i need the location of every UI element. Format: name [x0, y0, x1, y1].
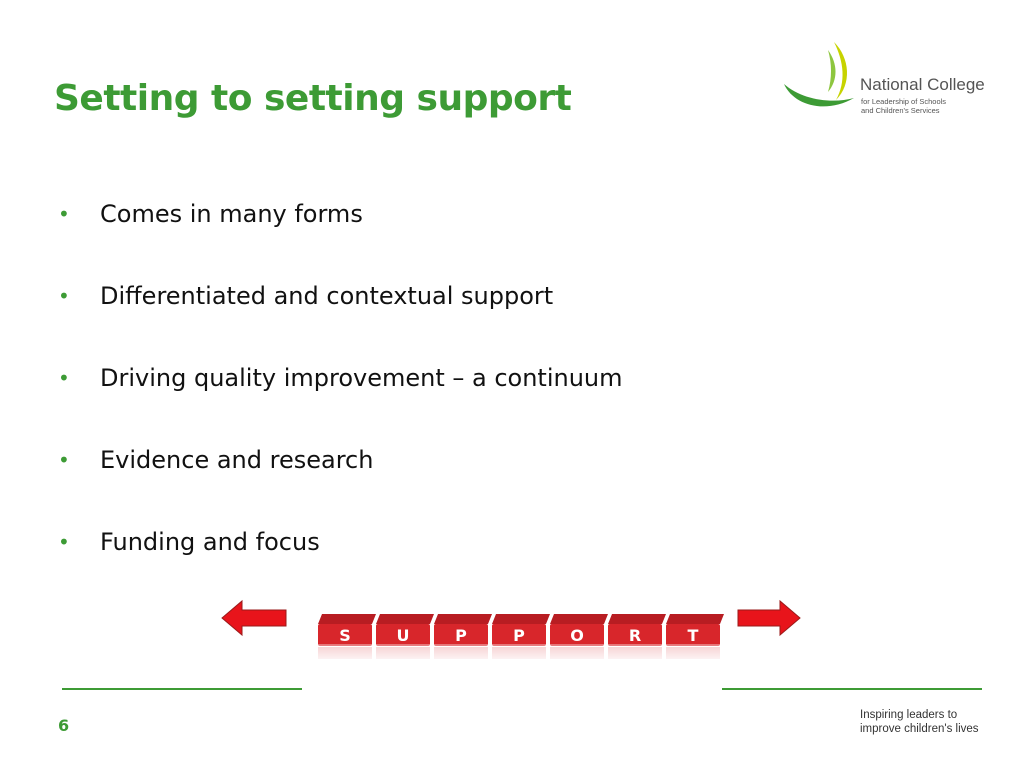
- slide-number: 6: [58, 716, 70, 735]
- bullet-dot-icon: •: [58, 202, 70, 226]
- block-letter: S: [339, 626, 351, 645]
- bullet-text: Evidence and research: [100, 446, 374, 474]
- bullet-text: Funding and focus: [100, 528, 320, 556]
- footer-divider-right: [722, 688, 982, 690]
- logo-subtitle: for Leadership of Schools and Children's…: [861, 97, 946, 115]
- slide-title: Setting to setting support: [54, 78, 572, 119]
- bullet-dot-icon: •: [58, 366, 70, 390]
- bullet-item: • Differentiated and contextual support: [58, 278, 623, 360]
- bullet-item: • Evidence and research: [58, 442, 623, 524]
- bullet-item: • Comes in many forms: [58, 196, 623, 278]
- block-letter: P: [455, 626, 467, 645]
- tagline-line1: Inspiring leaders to: [860, 709, 958, 721]
- bullet-list: • Comes in many forms • Differentiated and…: [58, 196, 623, 606]
- bullet-text: Driving quality improvement – a continuu…: [100, 364, 623, 392]
- arrow-right-icon: [737, 599, 801, 637]
- bullet-text: Comes in many forms: [100, 200, 363, 228]
- footer-tagline: Inspiring leaders to improve children's …: [860, 708, 979, 736]
- bullet-dot-icon: •: [58, 284, 70, 308]
- national-college-logo: National College for Leadership of Schoo…: [780, 40, 990, 120]
- logo-name: National College: [860, 75, 985, 94]
- bullet-item: • Driving quality improvement – a continu…: [58, 360, 623, 442]
- tagline-line2: improve children's lives: [860, 723, 979, 735]
- logo-subtitle-line1: for Leadership of Schools: [861, 97, 947, 106]
- block-letter: R: [629, 626, 641, 645]
- bullet-item: • Funding and focus: [58, 524, 623, 606]
- logo-swoosh-icon: [784, 42, 854, 107]
- block-letter: U: [397, 626, 410, 645]
- bullet-text: Differentiated and contextual support: [100, 282, 554, 310]
- footer-divider-left: [62, 688, 302, 690]
- bullet-dot-icon: •: [58, 530, 70, 554]
- block-letter: T: [688, 626, 699, 645]
- block-letter: P: [513, 626, 525, 645]
- arrow-left-icon: [221, 599, 287, 637]
- block-letter: O: [570, 626, 584, 645]
- logo-subtitle-line2: and Children's Services: [861, 106, 940, 115]
- bullet-dot-icon: •: [58, 448, 70, 472]
